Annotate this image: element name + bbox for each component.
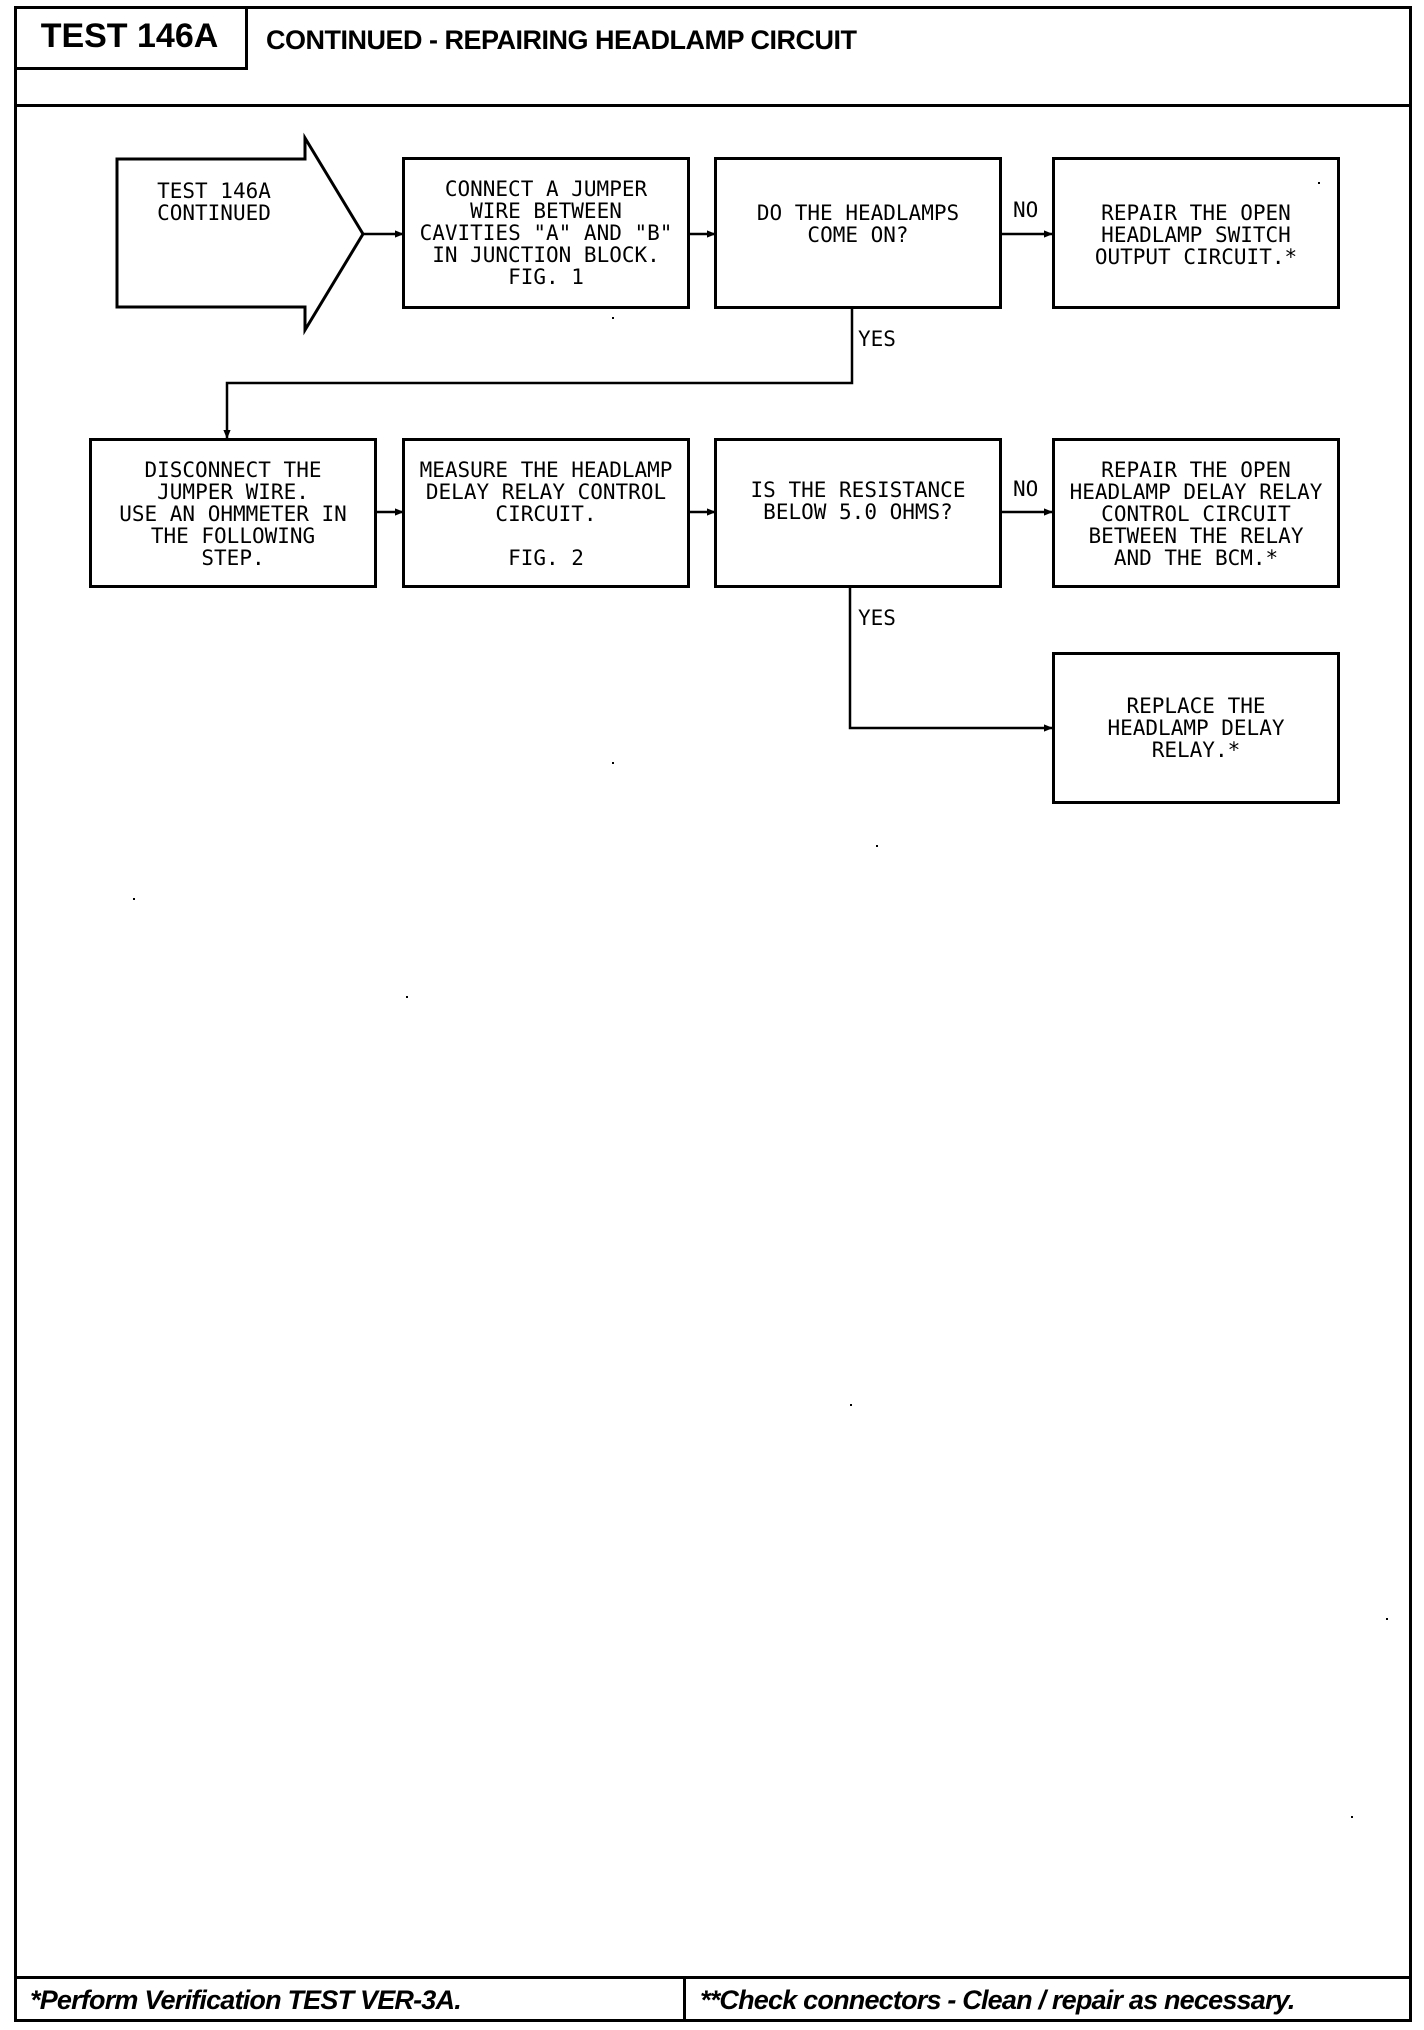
connector-yes-2	[848, 588, 1053, 732]
node-disconnect-jumper: DISCONNECT THE JUMPER WIRE. USE AN OHMME…	[89, 438, 377, 588]
edge-label-yes-2: YES	[858, 606, 896, 630]
scan-speck	[1318, 182, 1320, 184]
connector-yes-1	[223, 309, 854, 439]
scan-speck	[133, 898, 135, 900]
node-headlamps-on-question: DO THE HEADLAMPS COME ON?	[714, 157, 1002, 309]
footer-divider	[14, 1976, 1412, 1979]
edge-label-no-2: NO	[1013, 477, 1039, 501]
page-title: CONTINUED - REPAIRING HEADLAMP CIRCUIT	[266, 24, 857, 55]
test-id-label: TEST 146A	[14, 6, 248, 70]
scan-speck	[1351, 1816, 1353, 1818]
node-connect-jumper: CONNECT A JUMPER WIRE BETWEEN CAVITIES "…	[402, 157, 690, 309]
node-measure-relay: MEASURE THE HEADLAMP DELAY RELAY CONTROL…	[402, 438, 690, 588]
scan-speck	[1386, 1618, 1388, 1620]
node-resistance-question: IS THE RESISTANCE BELOW 5.0 OHMS?	[714, 438, 1002, 588]
footer-split	[683, 1976, 686, 2020]
scan-speck	[612, 762, 614, 764]
footer-note-verification: *Perform Verification TEST VER-3A.	[30, 1984, 462, 2015]
edge-label-yes-1: YES	[858, 327, 896, 351]
edge-label-no-1: NO	[1013, 198, 1039, 222]
node-repair-relay-control: REPAIR THE OPEN HEADLAMP DELAY RELAY CON…	[1052, 438, 1340, 588]
start-arrow-shape	[115, 132, 365, 336]
scan-speck	[612, 317, 614, 319]
node-replace-relay: REPLACE THE HEADLAMP DELAY RELAY.*	[1052, 652, 1340, 804]
node-start: TEST 146A CONTINUED	[157, 179, 271, 225]
scan-speck	[406, 996, 408, 998]
page-frame	[14, 6, 1412, 2022]
scan-speck	[850, 1404, 852, 1406]
scan-speck	[876, 845, 878, 847]
header-divider	[14, 104, 1412, 107]
node-repair-switch-output: REPAIR THE OPEN HEADLAMP SWITCH OUTPUT C…	[1052, 157, 1340, 309]
footer-note-connectors: **Check connectors - Clean / repair as n…	[700, 1984, 1295, 2015]
